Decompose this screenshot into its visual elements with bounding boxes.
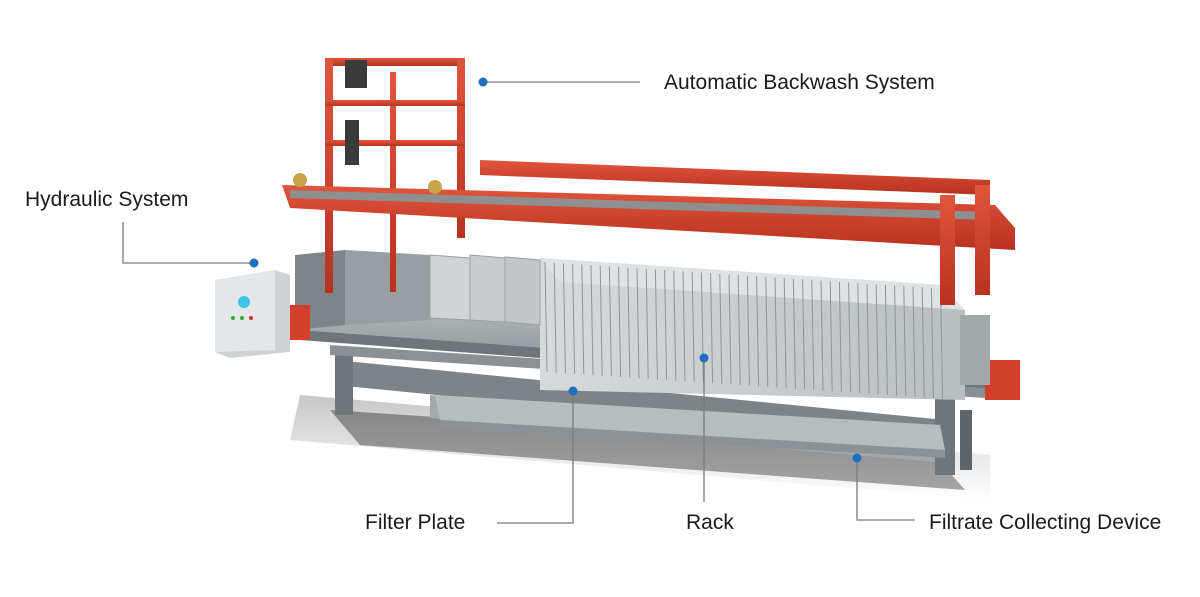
- plate-separator: [792, 278, 796, 389]
- label-automatic-backwash-system: Automatic Backwash System: [664, 71, 935, 94]
- plate-separator: [728, 274, 732, 385]
- plate-separator: [581, 264, 585, 375]
- plate-separator: [645, 268, 649, 379]
- plate-separator: [903, 286, 907, 397]
- label-filter-plate: Filter Plate: [365, 511, 466, 534]
- backwash-gantry: [282, 58, 1015, 305]
- plate-separator: [912, 286, 916, 397]
- callout-dots: [249, 77, 862, 463]
- plate-separator: [940, 288, 944, 399]
- plate-separator: [636, 268, 640, 379]
- plate-separator: [765, 276, 769, 387]
- plate-separator: [590, 265, 594, 376]
- label-hydraulic-system: Hydraulic System: [25, 188, 189, 211]
- plate-separator: [654, 269, 658, 380]
- open-plates: [429, 254, 541, 326]
- filter-plate-stack: [540, 258, 965, 400]
- plate-separator: [700, 272, 704, 383]
- plate-separator: [857, 283, 861, 394]
- plate-lines: [544, 261, 944, 399]
- hydraulic-cabinet: [215, 270, 290, 358]
- plate-separator: [756, 276, 760, 387]
- plate-separator: [673, 270, 677, 381]
- plate-separator: [682, 271, 686, 382]
- dot-rack: [699, 353, 709, 363]
- plate-separator: [829, 281, 833, 392]
- plate-separator: [544, 261, 548, 373]
- plate-separator: [572, 263, 576, 374]
- dot-backwash: [478, 77, 488, 87]
- plate-separator: [618, 266, 622, 377]
- plate-separator: [664, 270, 668, 381]
- plate-separator: [719, 273, 723, 384]
- plate-separator: [627, 267, 631, 378]
- plate-separator: [802, 279, 806, 390]
- leader-filtrate: [856, 458, 915, 521]
- plate-separator: [562, 263, 566, 374]
- label-rack: Rack: [686, 511, 734, 534]
- head-block: [295, 250, 430, 330]
- plate-separator: [921, 287, 925, 398]
- plate-separator: [599, 265, 603, 376]
- plate-separator: [691, 271, 695, 382]
- dot-filter-plate: [568, 386, 578, 396]
- leader-hydraulic: [122, 222, 253, 264]
- leader-filter-plate: [497, 391, 574, 524]
- dot-hydraulic: [249, 258, 259, 268]
- plate-separator: [848, 282, 852, 393]
- plate-separator: [875, 284, 879, 395]
- filtrate-tray: [435, 395, 945, 458]
- dot-filtrate: [852, 453, 862, 463]
- leader-lines: [122, 81, 915, 524]
- red-caps: [288, 305, 1020, 400]
- plate-separator: [553, 262, 557, 373]
- plate-separator: [866, 283, 870, 394]
- label-filtrate-collecting-device: Filtrate Collecting Device: [929, 511, 1162, 534]
- plate-separator: [838, 281, 842, 392]
- plate-separator: [783, 278, 787, 389]
- plate-separator: [608, 266, 612, 377]
- plate-separator: [737, 275, 741, 386]
- plate-separator: [710, 273, 714, 384]
- plate-separator: [884, 284, 888, 395]
- plate-separator: [930, 288, 934, 399]
- plate-separator: [774, 277, 778, 388]
- plate-separator: [811, 279, 815, 390]
- plate-separator: [894, 285, 898, 396]
- plate-separator: [746, 275, 750, 386]
- plate-separator: [820, 280, 824, 391]
